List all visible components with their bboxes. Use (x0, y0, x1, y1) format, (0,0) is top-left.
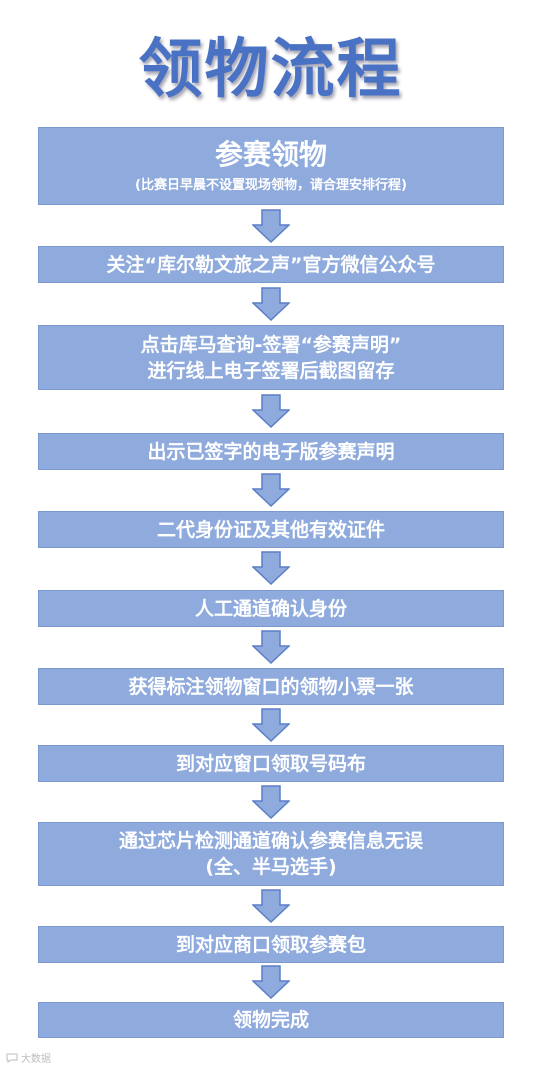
flow-step-6: 人工通道确认身份 (38, 590, 504, 627)
flow-step-7-label: 获得标注领物窗口的领物小票一张 (128, 675, 414, 698)
flow-step-11-label: 领物完成 (232, 1009, 309, 1031)
down-arrow-icon (252, 287, 290, 321)
flow-step-9-label-2: (全、半马选手) (205, 856, 337, 878)
flow-step-3-label: 点击库马查询-签署“参赛声明” (140, 333, 402, 356)
flow-step-8-label: 到对应窗口领取号码布 (175, 752, 366, 775)
down-arrow-icon (252, 630, 290, 664)
flow-step-2: 关注“库尔勒文旅之声”官方微信公众号 (38, 246, 504, 283)
flow-step-8: 到对应窗口领取号码布 (38, 745, 504, 782)
page-title: 领物流程 (138, 33, 403, 107)
flow-step-6-label: 人工通道确认身份 (194, 597, 347, 620)
flow-step-11: 领物完成 (38, 1002, 504, 1038)
flow-step-3-label-2: 进行线上电子签署后截图留存 (147, 359, 395, 382)
flow-step-1-note: (比赛日早晨不设置现场领物，请合理安排行程) (135, 178, 407, 193)
watermark: 大数据 (6, 1050, 51, 1065)
flow-step-5: 二代身份证及其他有效证件 (38, 511, 504, 548)
flow-step-1: 参赛领物 (比赛日早晨不设置现场领物，请合理安排行程) (38, 127, 504, 205)
flow-step-1-label: 参赛领物 (214, 138, 327, 171)
down-arrow-icon (252, 708, 290, 742)
down-arrow-icon (252, 394, 290, 428)
watermark-text: 大数据 (21, 1054, 51, 1065)
flow-step-4-label: 出示已签字的电子版参赛声明 (147, 440, 395, 463)
down-arrow-icon (252, 551, 290, 585)
chat-bubble-icon (6, 1053, 18, 1063)
flow-step-10-label: 到对应商口领取参赛包 (175, 933, 366, 956)
down-arrow-icon (252, 889, 290, 923)
down-arrow-icon (252, 965, 290, 999)
flow-step-9: 通过芯片检测通道确认参赛信息无误 (全、半马选手) (38, 822, 504, 886)
down-arrow-icon (252, 785, 290, 819)
flow-step-2-label: 关注“库尔勒文旅之声”官方微信公众号 (106, 253, 436, 276)
flow-step-7: 获得标注领物窗口的领物小票一张 (38, 668, 504, 705)
flow-step-4: 出示已签字的电子版参赛声明 (38, 433, 504, 470)
down-arrow-icon (252, 209, 290, 243)
flow-step-9-label: 通过芯片检测通道确认参赛信息无误 (118, 830, 423, 852)
down-arrow-icon (252, 473, 290, 507)
flow-step-3: 点击库马查询-签署“参赛声明” 进行线上电子签署后截图留存 (38, 325, 504, 390)
flow-step-5-label: 二代身份证及其他有效证件 (156, 518, 385, 541)
flow-step-10: 到对应商口领取参赛包 (38, 926, 504, 963)
